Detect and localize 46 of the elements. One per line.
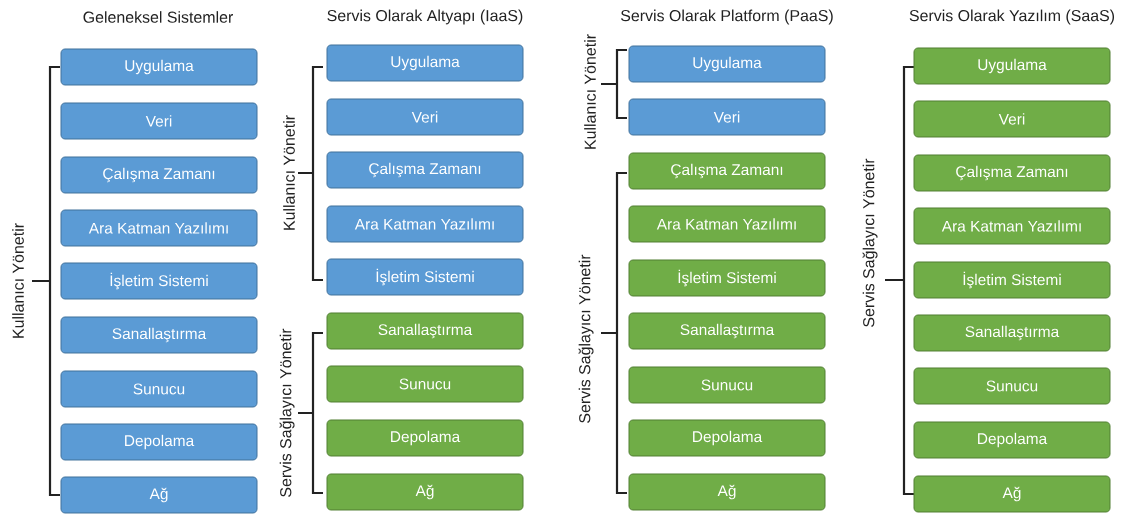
layer-box: Veri	[628, 98, 826, 136]
layer-box: İşletim Sistemi	[326, 258, 524, 296]
layer-box: Uygulama	[913, 47, 1111, 85]
layer-box: Çalışma Zamanı	[913, 154, 1111, 192]
layer-box: Depolama	[628, 419, 826, 457]
layer-box: Çalışma Zamanı	[326, 151, 524, 189]
layer-box: Ara Katman Yazılımı	[913, 207, 1111, 245]
column-title: Servis Olarak Platform (PaaS)	[621, 9, 833, 25]
layer-box: Çalışma Zamanı	[628, 152, 826, 190]
layer-box: Veri	[913, 100, 1111, 138]
layer-box: Veri	[60, 102, 258, 140]
layer-box: Sunucu	[913, 367, 1111, 405]
layer-box: Ağ	[628, 473, 826, 511]
layer-box: Ara Katman Yazılımı	[326, 205, 524, 243]
layer-box: İşletim Sistemi	[60, 262, 258, 300]
layer-box: Depolama	[326, 419, 524, 457]
bracket-label: Kullanıcı Yönetir	[584, 34, 596, 149]
layer-box: Çalışma Zamanı	[60, 156, 258, 194]
bracket-label: Kullanıcı Yönetir	[12, 223, 24, 338]
layer-box: Ağ	[326, 473, 524, 511]
layer-box: Ara Katman Yazılımı	[60, 209, 258, 247]
column-title: Geleneksel Sistemler	[83, 11, 233, 23]
layer-box: Sanallaştırma	[628, 312, 826, 350]
bracket-label: Servis Sağlayıcı Yönetir	[578, 254, 594, 423]
layer-box: Ara Katman Yazılımı	[628, 205, 826, 243]
layer-box: Uygulama	[628, 45, 826, 83]
layer-box: Depolama	[913, 421, 1111, 459]
layer-box: Sanallaştırma	[913, 314, 1111, 352]
column-title: Servis Olarak Altyapı (IaaS)	[327, 9, 523, 25]
layer-box: Sanallaştırma	[60, 316, 258, 354]
layer-box: Ağ	[913, 475, 1111, 513]
layer-box: Sunucu	[628, 366, 826, 404]
bracket-label: Servis Sağlayıcı Yönetir	[279, 328, 295, 497]
layer-box: Uygulama	[326, 44, 524, 82]
layer-box: Sunucu	[60, 370, 258, 408]
layer-box: İşletim Sistemi	[628, 259, 826, 297]
layer-box: Veri	[326, 98, 524, 136]
layer-box: İşletim Sistemi	[913, 261, 1111, 299]
column-title: Servis Olarak Yazılım (SaaS)	[909, 9, 1115, 25]
bracket-label: Kullanıcı Yönetir	[283, 115, 295, 230]
bracket-label: Servis Sağlayıcı Yönetir	[862, 158, 878, 327]
layer-box: Sanallaştırma	[326, 312, 524, 350]
layer-box: Ağ	[60, 476, 258, 514]
layer-box: Depolama	[60, 423, 258, 461]
layer-box: Uygulama	[60, 48, 258, 86]
layer-box: Sunucu	[326, 365, 524, 403]
